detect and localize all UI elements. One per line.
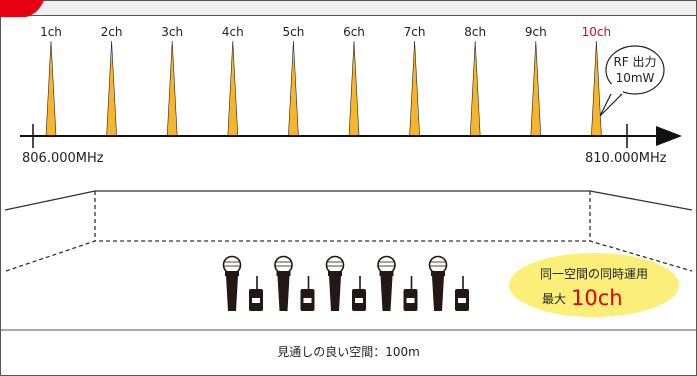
channel-label-7: 7ch [404, 25, 426, 39]
max-label: 最大 [542, 292, 566, 306]
rf-output-label: RF 出力 [613, 55, 656, 69]
arrow-right-icon [656, 126, 682, 146]
simultaneous-callout [509, 253, 679, 317]
room-outline-top [4, 190, 693, 211]
bodypack-transmitter-icon [300, 276, 315, 311]
freq-start-label: 806.000MHz [22, 151, 104, 166]
bodypack-transmitter-icon [249, 276, 263, 311]
channel-label-2: 2ch [101, 25, 123, 39]
channel-peaks [45, 40, 602, 137]
bodypack-transmitter-icon [455, 276, 469, 311]
corner-badge [0, 0, 44, 17]
handheld-mic-icon [222, 255, 242, 311]
simultaneous-label: 同一空間の同時運用 [540, 267, 648, 281]
bodypack-transmitter-icon [403, 276, 418, 311]
freq-end-label: 810.000MHz [585, 151, 667, 166]
handheld-mic-icon [428, 255, 448, 311]
channel-label-8: 8ch [464, 25, 486, 39]
wireless-set-1 [222, 255, 263, 311]
channel-label-3: 3ch [161, 25, 183, 39]
wireless-set-2 [274, 255, 315, 311]
wireless-set-4 [377, 255, 418, 311]
handheld-mic-icon [274, 255, 293, 311]
max-channel-value: 10ch [571, 286, 623, 310]
channel-label-6: 6ch [343, 25, 365, 39]
channel-label-5: 5ch [282, 25, 304, 39]
range-footer: 見通しの良い空間：100m [277, 345, 420, 359]
channel-labels: 1ch 2ch 3ch 4ch 5ch 6ch 7ch 8ch 9ch 10ch [40, 25, 611, 39]
rf-output-value: 10mW [616, 71, 655, 85]
channel-label-4: 4ch [222, 25, 244, 39]
handheld-mic-icon [325, 255, 345, 311]
wireless-set-5 [428, 255, 469, 311]
wireless-sets [222, 255, 469, 311]
channel-label-9: 9ch [525, 25, 547, 39]
channel-label-1: 1ch [40, 25, 62, 39]
header-band [0, 0, 697, 16]
handheld-mic-icon [377, 255, 396, 311]
rf-output-callout [605, 45, 665, 95]
wireless-set-3 [325, 255, 366, 311]
bodypack-transmitter-icon [352, 276, 366, 311]
channel-label-10: 10ch [582, 25, 611, 39]
